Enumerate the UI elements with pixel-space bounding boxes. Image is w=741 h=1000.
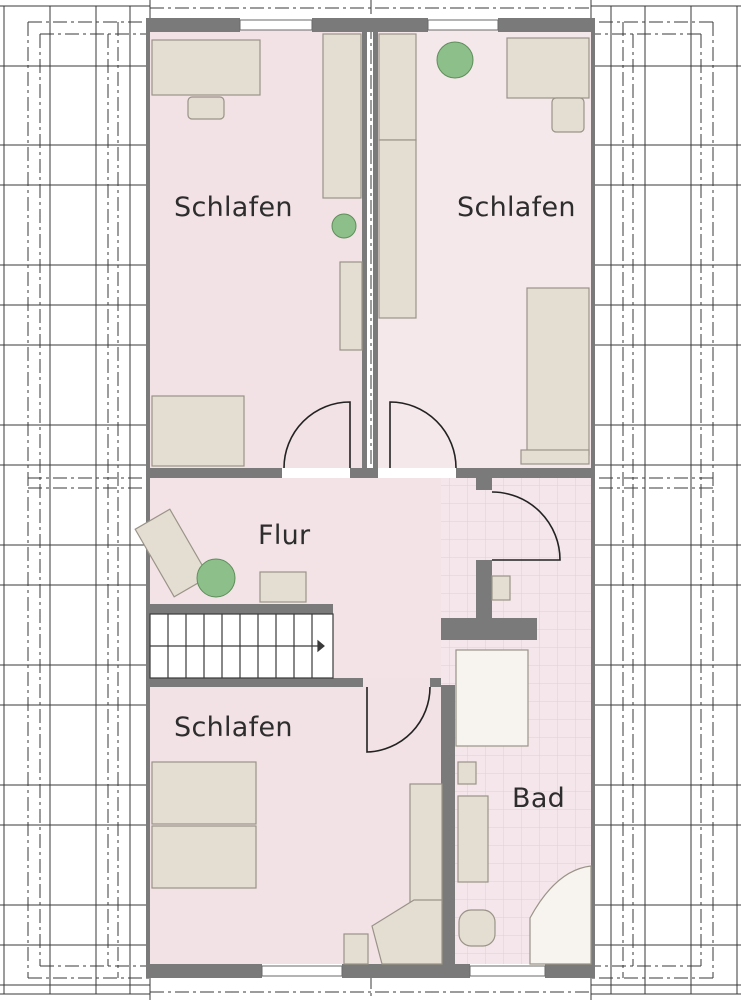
- bed-3b: [151, 825, 257, 889]
- stand-2: [520, 449, 590, 465]
- wardrobe-2b: [378, 139, 417, 319]
- plant-3: [196, 558, 236, 598]
- bathtub: [529, 865, 592, 965]
- bed-3a: [151, 761, 257, 825]
- room-label-bedroom-3: Schlafen: [174, 712, 293, 743]
- door-bedroom-1: [283, 401, 351, 469]
- room-label-bedroom-1: Schlafen: [174, 192, 293, 223]
- windows: [239, 19, 546, 977]
- stool-3: [343, 933, 369, 965]
- door-bathroom: [491, 491, 561, 561]
- room-label-hall: Flur: [258, 520, 311, 551]
- roof-left: [0, 0, 151, 1000]
- desk-1: [151, 39, 261, 96]
- wardrobe-2a: [378, 33, 417, 141]
- chair-2: [551, 97, 585, 133]
- sink-counter: [457, 795, 489, 883]
- walls: [146, 18, 595, 978]
- plant-1: [331, 213, 357, 239]
- bedroom-3-floor: [150, 686, 362, 964]
- bed-1: [151, 395, 245, 467]
- bench: [134, 508, 210, 598]
- door-bedroom-3: [366, 686, 431, 753]
- desk-3: [371, 899, 443, 965]
- dresser-3: [409, 783, 443, 905]
- cabinet: [259, 571, 307, 603]
- plants: [196, 41, 474, 598]
- desk-2: [506, 37, 590, 99]
- furniture: [134, 33, 592, 965]
- roof-left-dashed: [27, 21, 150, 979]
- roof-right-dashed: [591, 21, 714, 979]
- chair-1: [187, 96, 225, 120]
- staircase: [149, 613, 334, 679]
- washbasin: [457, 761, 477, 785]
- room-label-bedroom-2: Schlafen: [457, 192, 576, 223]
- room-label-bathroom: Bad: [512, 783, 566, 814]
- toilet: [458, 909, 496, 947]
- wardrobe-2c: [526, 287, 590, 456]
- doors: [283, 401, 561, 753]
- plant-2: [436, 41, 474, 79]
- shelf-1: [339, 261, 363, 351]
- door-bedroom-2: [389, 401, 457, 469]
- wardrobe-1: [322, 33, 362, 199]
- bathroom-sink-top: [491, 575, 511, 601]
- shower: [455, 649, 529, 747]
- roof-right: [590, 0, 741, 1000]
